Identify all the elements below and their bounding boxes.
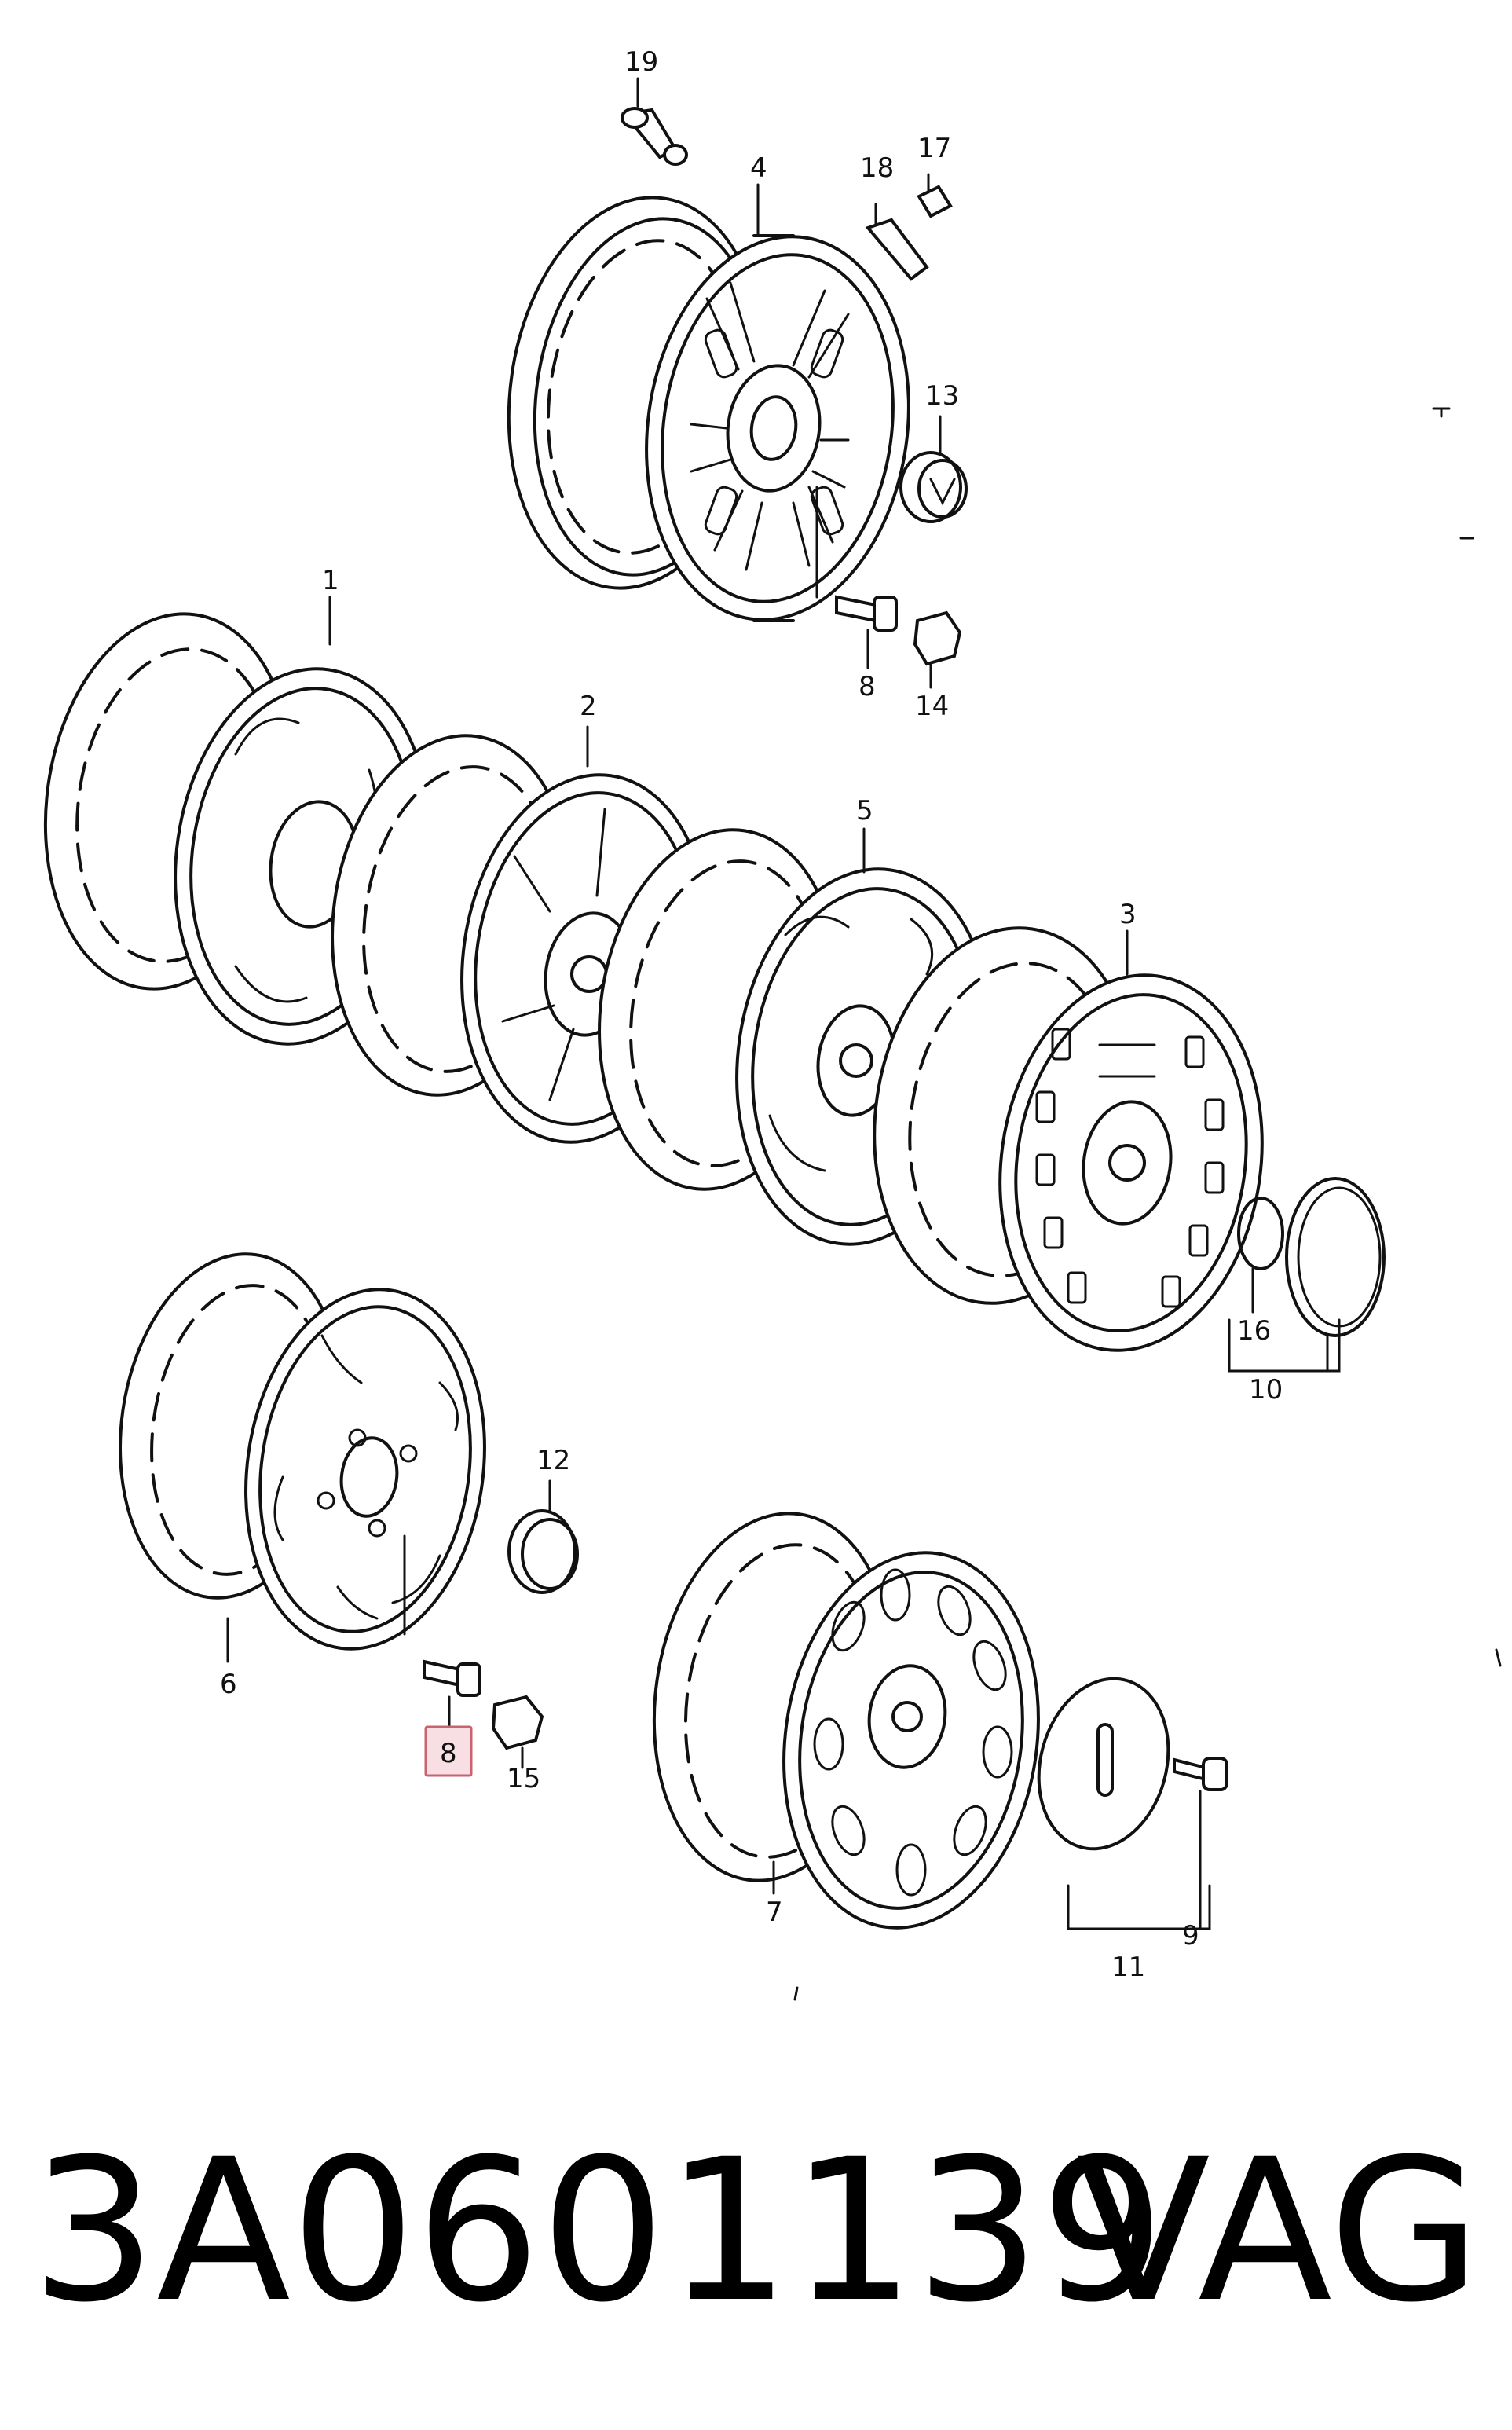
wheel-4 <box>507 183 910 622</box>
callout-18: 18 <box>860 152 894 184</box>
brand-name: VAG <box>1076 2117 1481 2345</box>
callout-12: 12 <box>536 1445 570 1476</box>
callout-8-top: 8 <box>859 671 876 702</box>
trim-ring <box>1285 1177 1386 1373</box>
balance-weight <box>865 203 929 281</box>
callout-11: 11 <box>1111 1952 1145 1983</box>
wheel-6 <box>119 1252 486 1663</box>
callout-17: 17 <box>917 133 951 164</box>
callout-5: 5 <box>856 795 873 826</box>
retaining-ring-16 <box>1237 1197 1284 1314</box>
wheel-nut-bottom <box>491 1695 544 1769</box>
center-cover <box>1037 1677 1170 1851</box>
wheel-3 <box>873 926 1264 1352</box>
wheel-bolt-top <box>835 595 898 669</box>
callout-13: 13 <box>925 380 959 412</box>
weight-clip <box>917 173 953 218</box>
part-number: 3A0601139 <box>31 2117 1166 2345</box>
hub-cap-13 <box>899 415 968 523</box>
callout-9: 9 <box>1182 1920 1199 1952</box>
valve-stem <box>621 77 688 166</box>
highlight-box <box>424 1725 473 1777</box>
callout-19: 19 <box>624 46 658 78</box>
callout-6: 6 <box>220 1669 237 1700</box>
callout-16: 16 <box>1237 1315 1271 1347</box>
callout-14: 14 <box>915 691 949 722</box>
callout-8-highlighted: 8 <box>440 1738 457 1769</box>
callout-3: 3 <box>1119 899 1137 930</box>
bracket-11 <box>1067 1884 1211 1930</box>
hub-cap-12 <box>507 1479 579 1594</box>
callout-7: 7 <box>766 1897 783 1928</box>
footer: 3A0601139 VAG <box>0 2090 1512 2373</box>
cover-screw <box>1173 1757 1228 1930</box>
bracket-10 <box>1228 1318 1341 1373</box>
callout-10: 10 <box>1249 1374 1283 1406</box>
callout-labels: 19 4 18 17 13 8 14 1 2 5 3 16 10 12 6 8 … <box>220 46 1283 1983</box>
callout-1: 1 <box>322 565 339 596</box>
wheel-nut-top <box>913 610 962 689</box>
wheel-parts-diagram: 19 4 18 17 13 8 14 1 2 5 3 16 10 12 6 8 … <box>43 46 1502 2001</box>
callout-4: 4 <box>750 152 767 184</box>
wheel-7 <box>652 1512 1040 1930</box>
wheel-bolt-highlighted <box>423 1659 481 1730</box>
callout-2: 2 <box>580 691 597 722</box>
callout-15: 15 <box>507 1763 540 1794</box>
